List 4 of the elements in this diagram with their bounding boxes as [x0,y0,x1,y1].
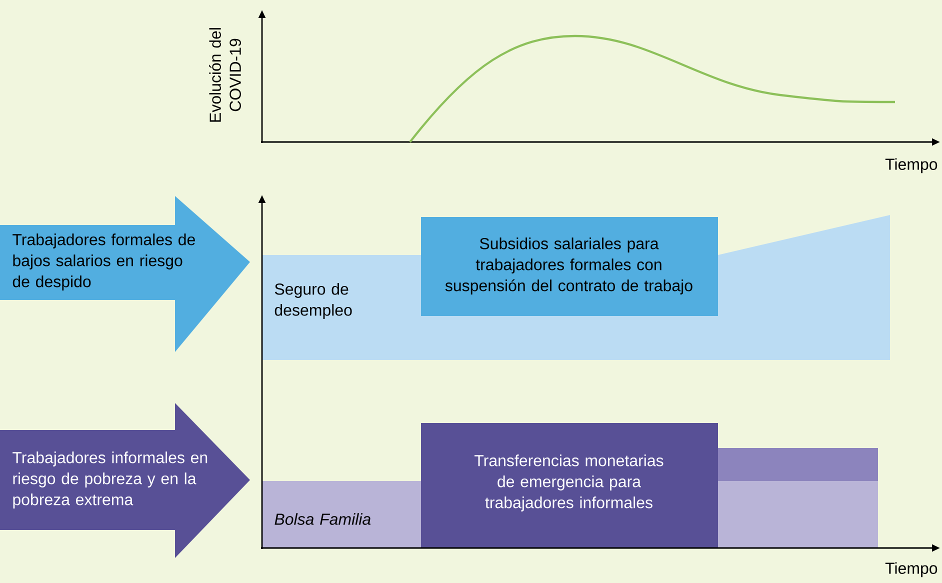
axis-label: Tiempo [885,158,938,174]
axis-label: Tiempo [885,562,938,578]
axis-label: Evolución del COVID-19 [209,28,241,122]
program-box: Transferencias monetarias de emergencia para trabajadores informales [421,423,718,548]
